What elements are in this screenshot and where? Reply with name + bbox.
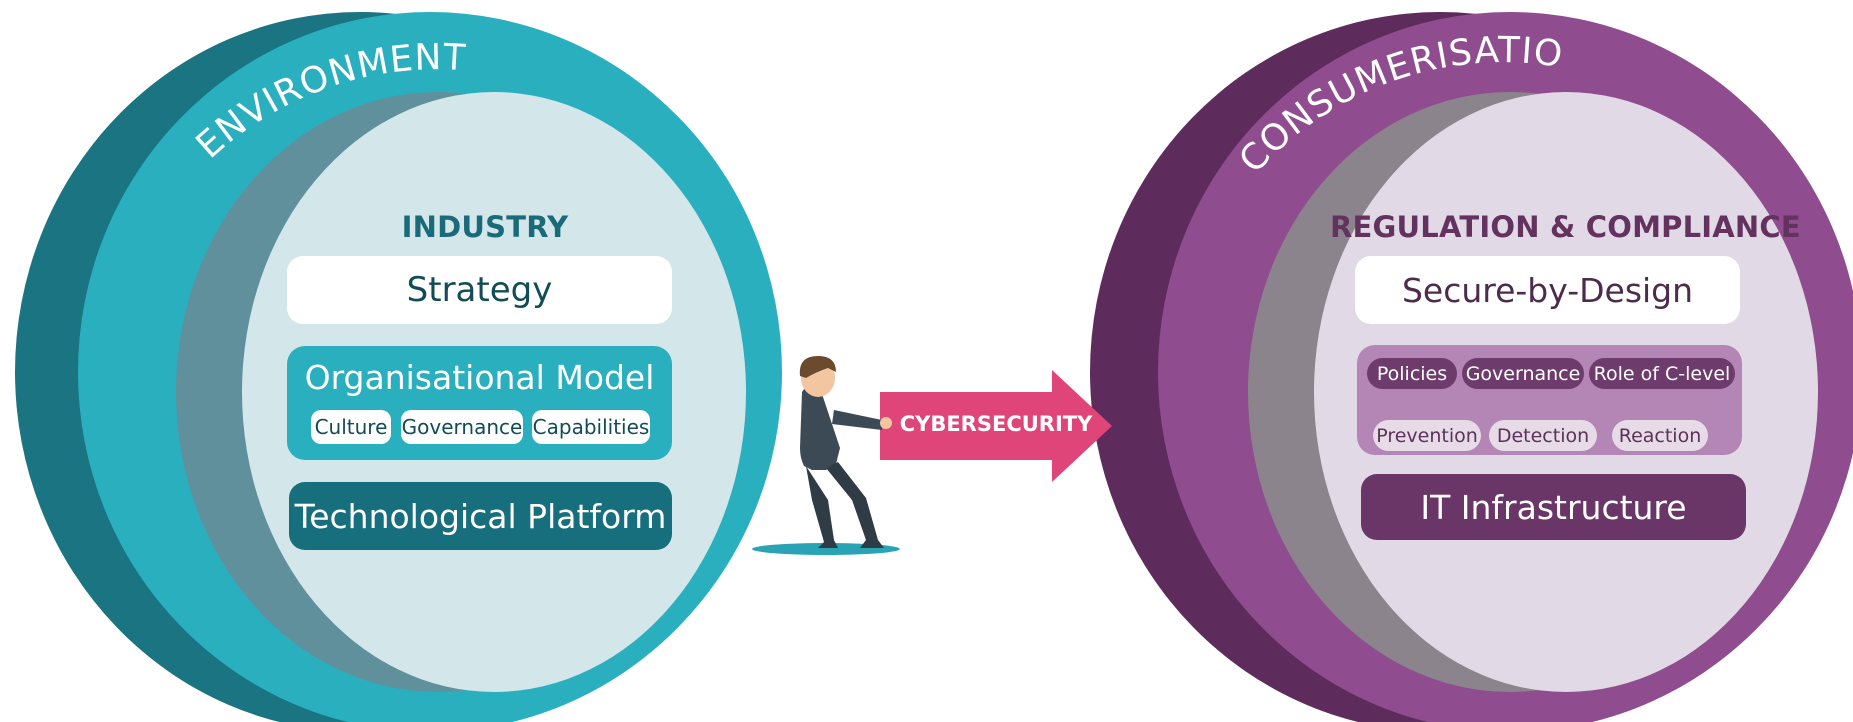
chip-governance: Governance (401, 410, 523, 444)
chip-label: Policies (1376, 362, 1448, 385)
secure-by-design-label: Secure-by-Design (1401, 270, 1694, 310)
technological-platform-box: Technological Platform (289, 482, 672, 550)
chip-label: Culture (314, 415, 388, 439)
cybersecurity-arrow (880, 370, 1112, 482)
chip-label: Governance (401, 415, 523, 439)
chip-reaction: Reaction (1612, 420, 1708, 451)
chip-label: Detection (1496, 424, 1590, 447)
chip-policies: Policies (1367, 358, 1457, 389)
organisational-model-title: Organisational Model (304, 358, 655, 397)
chip-label: Governance (1465, 362, 1581, 385)
regulation-compliance-title: REGULATION & COMPLIANCE (1330, 210, 1801, 244)
chip-detection: Detection (1489, 420, 1597, 451)
strategy-box: Strategy (287, 256, 672, 324)
person-illustration (752, 356, 900, 555)
it-infrastructure-box: IT Infrastructure (1361, 474, 1746, 540)
it-infrastructure-label: IT Infrastructure (1420, 487, 1687, 527)
technological-platform-label: Technological Platform (294, 496, 667, 536)
chip-label: Prevention (1376, 424, 1478, 447)
chip-governance: Governance (1462, 358, 1584, 389)
chip-capabilities: Capabilities (532, 410, 650, 444)
chip-role-of-c-level: Role of C-level (1589, 358, 1735, 389)
chip-label: Reaction (1618, 424, 1702, 447)
strategy-label: Strategy (406, 270, 553, 310)
chip-culture: Culture (311, 410, 391, 444)
cybersecurity-label: CYBERSECURITY (899, 412, 1093, 436)
chip-label: Capabilities (532, 415, 650, 439)
chip-prevention: Prevention (1373, 420, 1481, 451)
chip-label: Role of C-level (1593, 362, 1731, 385)
secure-by-design-box: Secure-by-Design (1355, 256, 1740, 324)
industry-title: INDUSTRY (401, 210, 569, 244)
